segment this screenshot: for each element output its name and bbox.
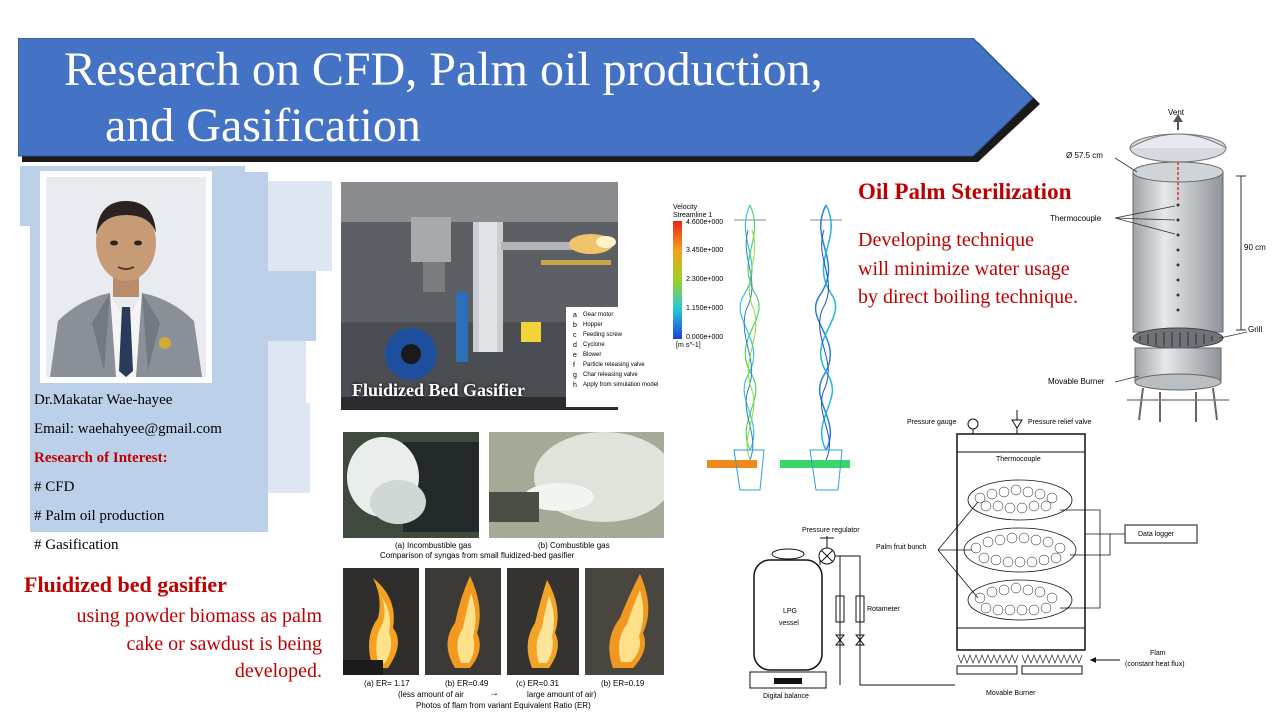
syngas-photo-incombustible <box>343 432 479 538</box>
flame-photo <box>425 568 501 675</box>
flame-caption: (c) ER=0.31 <box>516 679 559 688</box>
flam-label: (constant heat flux) <box>1125 661 1185 668</box>
cfd-legend-unit: [m s^-1] <box>676 342 701 349</box>
schematic-thermocouple-label: Thermocouple <box>996 456 1041 463</box>
thermocouple-label: Thermocouple <box>1050 214 1102 223</box>
cfd-streamline-right <box>780 204 850 491</box>
cfd-legend-value: 2.300e+000 <box>686 276 724 283</box>
profile-photo <box>46 177 206 377</box>
relief-valve-label: Pressure relief valve <box>1028 419 1092 426</box>
gasifier-description-line: using powder biomass as palm <box>76 605 322 627</box>
legend-text: Apply from simulation model <box>583 382 659 388</box>
syngas-photo-combustible <box>489 432 664 538</box>
legend-key: a <box>573 312 577 319</box>
diameter-label: Ø 57.5 cm <box>1066 151 1103 160</box>
research-interest-heading: Research of Interest: <box>34 450 168 466</box>
page-title-line-2: and Gasification <box>105 99 421 152</box>
vent-label: Vent <box>1168 108 1185 117</box>
flame-photo <box>507 568 579 675</box>
flame-caption: (a) ER= 1.17 <box>364 679 410 688</box>
lpg-vessel-label: LPG <box>783 608 798 615</box>
title-banner <box>18 38 1040 162</box>
gasifier-photo-graphic <box>341 182 618 410</box>
legend-text: Gear motor <box>583 312 614 318</box>
legend-key: f <box>573 362 575 369</box>
interest-item: # Gasification <box>34 537 119 553</box>
pressure-regulator-label: Pressure regulator <box>802 527 860 534</box>
flam-label: Flam <box>1150 650 1166 657</box>
sterilizer-schematic <box>749 410 1198 689</box>
sterilization-description-line: Developing technique <box>858 229 1035 251</box>
profile-photo-frame <box>40 171 212 383</box>
syngas-caption: (b) Combustible gas <box>538 541 610 550</box>
profile-name: Dr.Makatar Wae-hayee <box>34 392 173 408</box>
cfd-legend-value: 0.000e+000 <box>686 334 724 341</box>
interest-item: # CFD <box>34 479 75 495</box>
data-logger-label: Data logger <box>1138 531 1175 538</box>
page-title-line-1: Research on CFD, Palm oil production, <box>64 43 823 96</box>
cfd-legend-value: 1.150e+000 <box>686 305 724 312</box>
legend-key: h <box>573 382 577 389</box>
gasifier-description-line: developed. <box>234 660 322 682</box>
air-arrow: → <box>489 688 499 699</box>
cfd-legend-value: 3.450e+000 <box>686 247 724 254</box>
sterilization-description-line: will minimize water usage <box>858 258 1070 280</box>
legend-text: Char releasing valve <box>583 372 638 378</box>
legend-text: Cyclone <box>583 342 605 348</box>
schematic-burner-label: Movable Burner <box>986 690 1036 697</box>
legend-key: g <box>573 372 577 379</box>
gasifier-description-line: cake or sawdust is being <box>126 633 322 655</box>
cfd-legend-title: Velocity <box>673 204 698 211</box>
syngas-caption: (a) Incombustible gas <box>395 541 472 550</box>
legend-text: Feeding screw <box>583 332 623 338</box>
cfd-legend-value: 4.600e+000 <box>686 219 724 226</box>
gasifier-photo-label: Fluidized Bed Gasifier <box>352 380 525 400</box>
flame-title: Photos of flam from variant Equivalent R… <box>416 701 591 710</box>
legend-key: c <box>573 332 577 339</box>
flame-caption: (b) ER=0.19 <box>601 679 645 688</box>
flame-photo <box>343 568 419 675</box>
digital-balance-label: Digital balance <box>763 693 809 700</box>
cfd-streamline-left <box>707 204 766 491</box>
sterilizer-vessel-3d <box>1115 114 1248 422</box>
legend-key: d <box>573 342 577 349</box>
movable-burner-label: Movable Burner <box>1048 377 1105 386</box>
profile-email: Email: waehahyee@gmail.com <box>34 421 222 437</box>
legend-key: e <box>573 352 577 359</box>
grill-label: Grill <box>1248 325 1263 334</box>
air-less-label: (less amount of air <box>398 690 464 699</box>
pressure-gauge-label: Pressure gauge <box>907 419 957 426</box>
cfd-colorbar <box>673 221 682 339</box>
cfd-legend-subtitle: Streamline 1 <box>673 212 713 219</box>
flame-caption: (b) ER=0.49 <box>445 679 489 688</box>
syngas-title: Comparison of syngas from small fluidize… <box>380 551 575 560</box>
rotameter-label: Rotameter <box>867 606 900 613</box>
flame-photo <box>585 568 664 675</box>
legend-text: Hopper <box>583 322 603 328</box>
height-label: 90 cm <box>1244 243 1266 252</box>
air-more-label: large amount of air) <box>527 690 597 699</box>
fruit-bunch-label: Palm fruit bunch <box>876 544 927 551</box>
gasifier-heading: Fluidized bed gasifier <box>24 572 227 597</box>
legend-text: Particle releasing valve <box>583 362 645 368</box>
lpg-vessel-label: vessel <box>779 620 799 627</box>
interest-item: # Palm oil production <box>34 508 165 524</box>
legend-key: b <box>573 322 577 329</box>
gasifier-photo <box>341 182 618 410</box>
legend-text: Blower <box>583 352 602 358</box>
sterilization-heading: Oil Palm Sterilization <box>858 179 1072 204</box>
sterilization-description-line: by direct boiling technique. <box>858 286 1078 308</box>
